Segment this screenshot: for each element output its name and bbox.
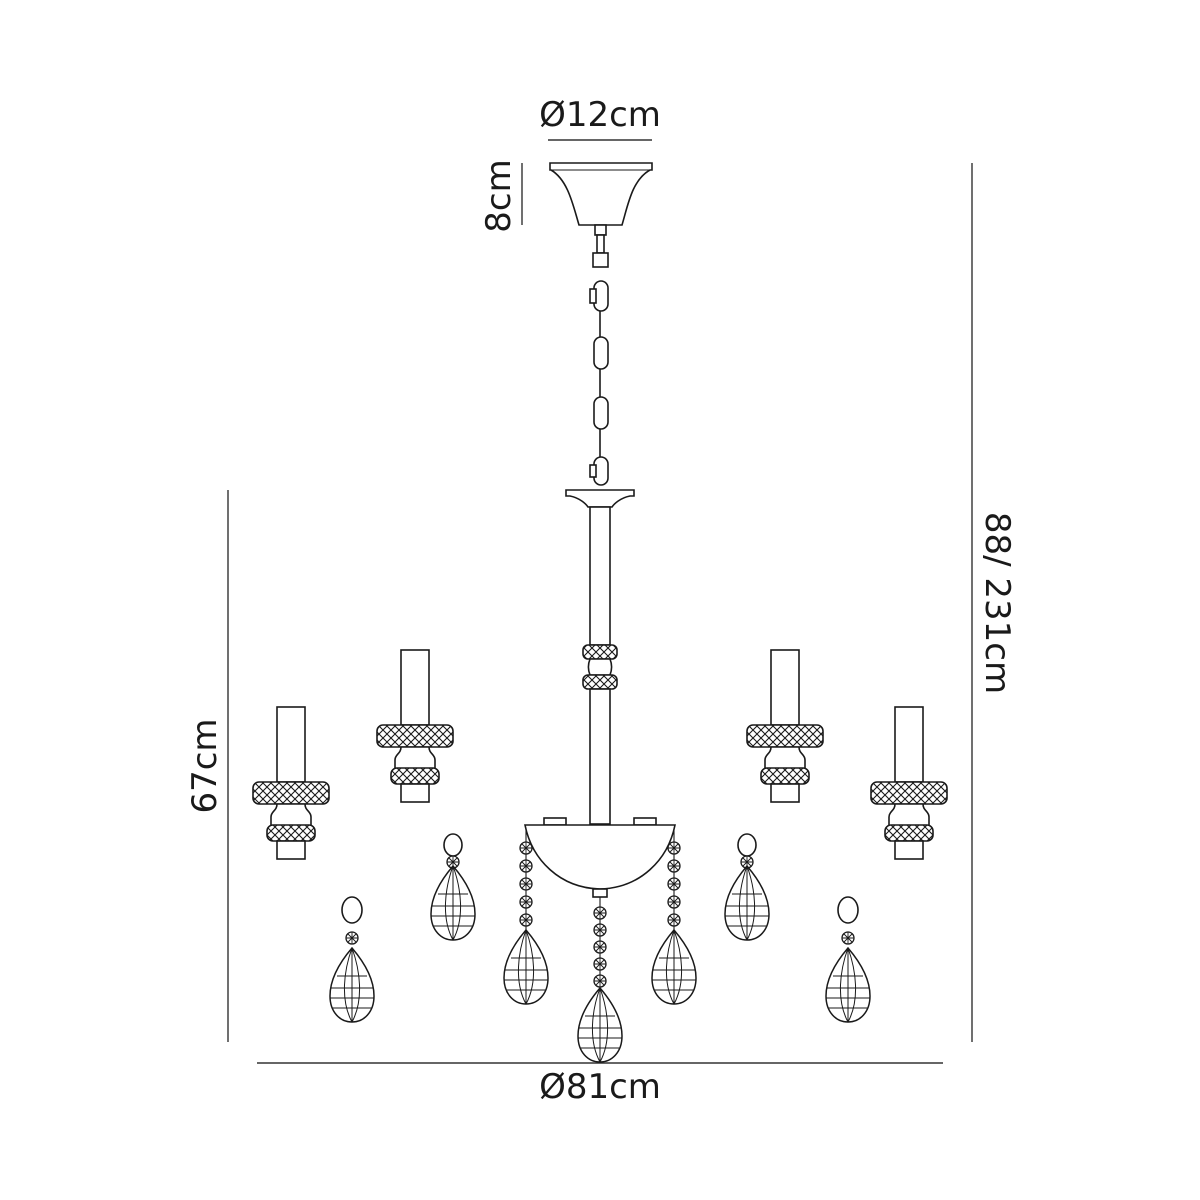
- dim-canopy-height: 8cm: [479, 159, 523, 233]
- crystal-drop: [825, 947, 871, 1023]
- candle-outer-left: [252, 706, 330, 860]
- crystal-drop: [724, 865, 770, 941]
- candle-inner-left: [376, 649, 454, 803]
- crystal-drop: [651, 929, 697, 1005]
- overall-diameter-label: Ø81cm: [539, 1067, 661, 1107]
- dim-body-height: 67cm: [185, 490, 229, 1042]
- dim-overall-height: 88/ 231cm: [971, 163, 1017, 1042]
- central-stem: [565, 489, 635, 825]
- crystal-drop: [577, 987, 623, 1063]
- suspension-chain: [589, 280, 609, 486]
- crystal-drop: [503, 929, 549, 1005]
- canopy-diameter-label: Ø12cm: [539, 95, 661, 135]
- crystal-drop: [329, 947, 375, 1023]
- ceiling-canopy: [549, 162, 653, 268]
- chandelier-arms: [283, 757, 917, 925]
- crystal-strands: [329, 830, 871, 1063]
- central-bowl: [524, 817, 676, 898]
- overall-height-label: 88/ 231cm: [977, 512, 1017, 694]
- body-height-label: 67cm: [185, 718, 225, 813]
- canopy-height-label: 8cm: [479, 159, 519, 232]
- dim-overall-diameter: Ø81cm: [257, 1062, 943, 1107]
- candle-outer-right: [870, 706, 948, 860]
- candle-inner-right: [746, 649, 824, 803]
- crystal-drop: [430, 865, 476, 941]
- dim-canopy-diameter: Ø12cm: [539, 95, 661, 141]
